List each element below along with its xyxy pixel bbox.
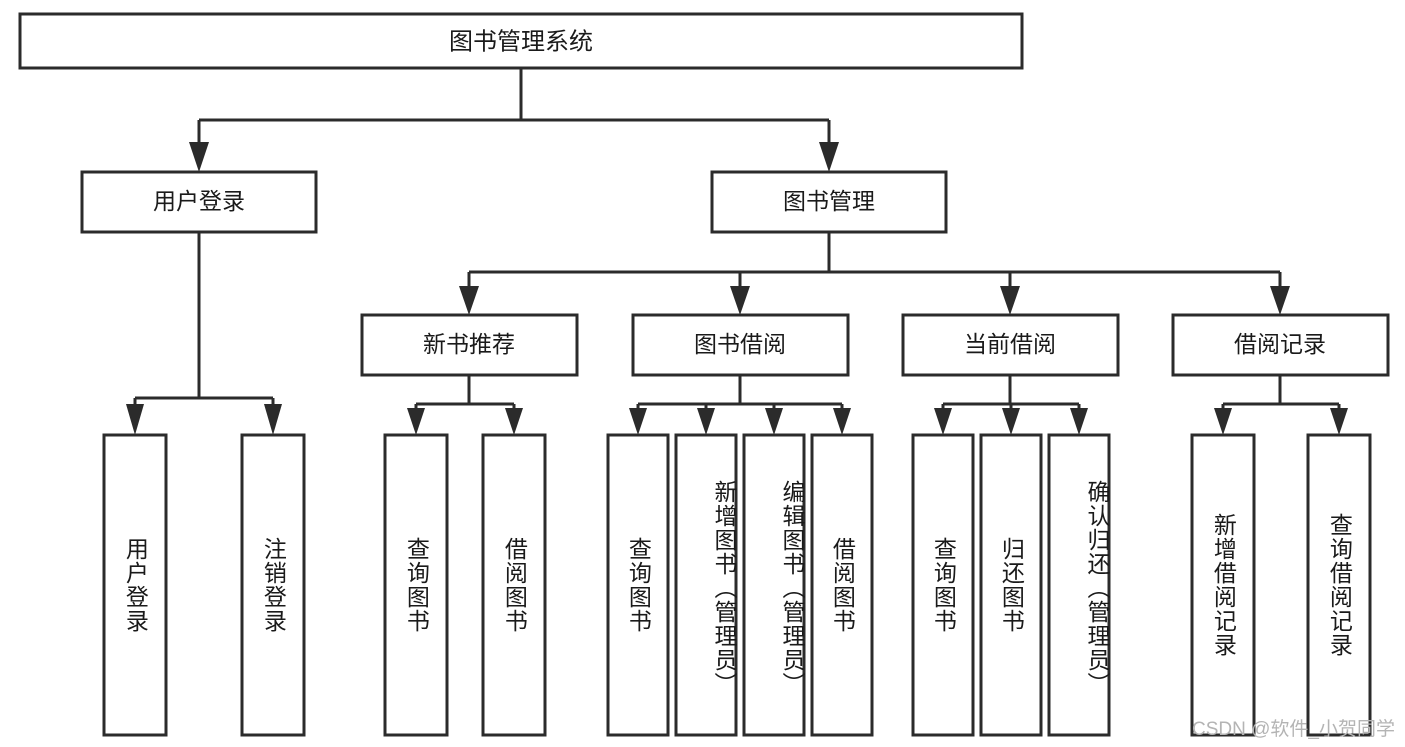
- arrow-head-leaf-query-book-borrow: [629, 408, 647, 435]
- arrow-head-leaf-add-book-admin: [697, 408, 715, 435]
- connector-group-book-borrow: [629, 375, 851, 435]
- leaf-box-add-book-admin[interactable]: [674, 433, 738, 737]
- node-current-borrow[interactable]: 当前借阅: [901, 313, 1120, 377]
- node-new-book-recommend-box[interactable]: [360, 313, 579, 377]
- node-root-label: 图书管理系统: [449, 28, 593, 55]
- node-borrow-record[interactable]: 借阅记录: [1171, 313, 1390, 377]
- connector-group-user-login: [126, 232, 282, 435]
- leaf-box-confirm-return-admin[interactable]: [1047, 433, 1111, 737]
- arrow-head-leaf-logout: [264, 404, 282, 435]
- watermark-text: CSDN @软件_小贺同学: [1192, 719, 1395, 740]
- node-user-login-box[interactable]: [80, 170, 318, 234]
- leaf-box-query-book-recommend[interactable]: [383, 433, 449, 737]
- connector-group-root: [189, 68, 839, 172]
- leaf-box-borrow-book-recommend[interactable]: [481, 433, 547, 737]
- node-new-book-recommend[interactable]: 新书推荐: [360, 313, 579, 377]
- arrow-head-leaf-return-book: [1002, 408, 1020, 435]
- node-book-borrow-box[interactable]: [631, 313, 850, 377]
- arrow-head-new-book-recommend: [459, 286, 479, 315]
- arrow-head-leaf-edit-book-admin: [765, 408, 783, 435]
- node-root[interactable]: 图书管理系统: [18, 12, 1024, 70]
- leaf-box-user-login[interactable]: [102, 433, 168, 737]
- node-root-box[interactable]: [18, 12, 1024, 70]
- leaf-box-return-book[interactable]: [979, 433, 1043, 737]
- node-book-borrow-label: 图书借阅: [694, 331, 786, 357]
- node-borrow-record-box[interactable]: [1171, 313, 1390, 377]
- arrow-head-user-login: [189, 142, 209, 172]
- arrow-head-book-manage: [819, 142, 839, 172]
- arrow-head-leaf-borrow-book: [833, 408, 851, 435]
- node-user-login[interactable]: 用户登录: [80, 170, 318, 234]
- node-book-manage-box[interactable]: [710, 170, 948, 234]
- node-new-book-recommend-label: 新书推荐: [423, 331, 515, 357]
- connector-group-book-manage: [459, 232, 1290, 315]
- connector-group-new-book-recommend: [407, 375, 523, 435]
- arrow-head-leaf-query-book-current: [934, 408, 952, 435]
- arrow-head-current-borrow: [1000, 286, 1020, 315]
- arrow-head-book-borrow: [730, 286, 750, 315]
- leaf-box-borrow-book[interactable]: [810, 433, 874, 737]
- arrow-head-leaf-add-borrow-record: [1214, 408, 1232, 435]
- node-book-manage-label: 图书管理: [783, 188, 875, 214]
- leaf-boxes: [102, 433, 1372, 737]
- leaf-box-query-book-current[interactable]: [911, 433, 975, 737]
- leaf-box-edit-book-admin[interactable]: [742, 433, 806, 737]
- node-current-borrow-label: 当前借阅: [964, 331, 1056, 357]
- arrow-head-leaf-confirm-return-admin: [1070, 408, 1088, 435]
- arrow-head-leaf-query-borrow-record: [1330, 408, 1348, 435]
- node-current-borrow-box[interactable]: [901, 313, 1120, 377]
- arrow-head-borrow-record: [1270, 286, 1290, 315]
- leaf-box-logout[interactable]: [240, 433, 306, 737]
- node-book-manage[interactable]: 图书管理: [710, 170, 948, 234]
- leaf-box-query-book-borrow[interactable]: [606, 433, 670, 737]
- leaf-box-add-borrow-record[interactable]: [1190, 433, 1256, 737]
- node-user-login-label: 用户登录: [153, 188, 245, 214]
- leaf-box-query-borrow-record[interactable]: [1306, 433, 1372, 737]
- arrow-head-leaf-borrow-book-recommend: [505, 408, 523, 435]
- arrow-head-leaf-query-book-recommend: [407, 408, 425, 435]
- node-book-borrow[interactable]: 图书借阅: [631, 313, 850, 377]
- arrow-head-leaf-user-login: [126, 404, 144, 435]
- connector-group-borrow-record: [1214, 375, 1348, 435]
- connector-group-current-borrow: [934, 375, 1088, 435]
- node-borrow-record-label: 借阅记录: [1234, 331, 1326, 357]
